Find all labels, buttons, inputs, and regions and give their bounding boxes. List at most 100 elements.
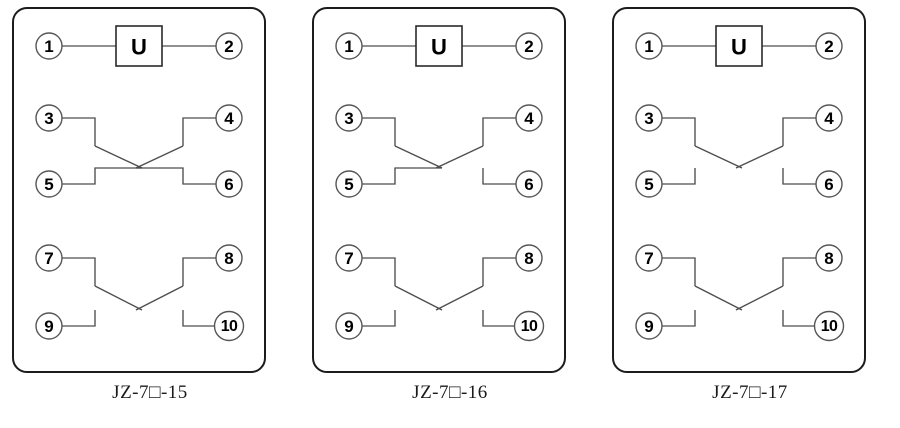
contact-lead-top-bottom-right: [782, 257, 816, 286]
contact-blade-middle-left: [94, 145, 143, 169]
terminal-circle-2: [815, 32, 843, 60]
coil-group: U 1 2: [35, 25, 243, 67]
contact-blade-bottom-left: [394, 285, 443, 311]
coil-symbol-label: U: [731, 35, 747, 60]
diagram-caption-2: JZ-7□-16: [412, 382, 488, 403]
contact-lead-bottom-bottom-left: [662, 310, 696, 327]
terminal-circle-10: [813, 310, 845, 342]
contact-lead-top-middle-left: [362, 117, 396, 146]
contact-lead-top-bottom-left: [662, 257, 696, 286]
terminal-label-10: 10: [521, 318, 538, 335]
diagram-caption-3: JZ-7□-17: [712, 382, 788, 403]
terminal-circle-10: [513, 310, 545, 342]
terminal-label-8: 8: [824, 249, 833, 268]
terminal-label-7: 7: [644, 249, 653, 268]
diagram-caption-1: JZ-7□-15: [112, 382, 188, 403]
contact-blade-bottom-left: [694, 285, 743, 311]
contact-lead-top-middle-right: [482, 117, 516, 146]
terminal-label-9: 9: [344, 317, 353, 336]
contact-lead-bottom-middle-left: [362, 167, 442, 185]
contact-lead-top-bottom-left: [62, 257, 96, 286]
terminal-circle-7: [335, 244, 363, 272]
terminal-circle-4: [815, 104, 843, 132]
contact-blade-middle-right: [435, 145, 484, 169]
contact-lead-bottom-middle-right: [136, 167, 216, 185]
contact-lead-top-middle-left: [662, 117, 696, 146]
relay-body-outline: [12, 7, 266, 373]
coil-box: [715, 25, 763, 67]
terminal-label-6: 6: [524, 175, 533, 194]
terminal-label-coil-right: 2: [224, 37, 233, 56]
terminal-circle-5: [335, 170, 363, 198]
contact-blade-middle-right: [735, 145, 784, 169]
contact-lead-top-bottom-left: [362, 257, 396, 286]
contact-blade-bottom-right: [735, 285, 784, 311]
contact-blade-bottom-left: [94, 285, 143, 311]
terminal-label-7: 7: [344, 249, 353, 268]
terminal-label-coil-left: 1: [644, 37, 653, 56]
coil-symbol-label: U: [431, 35, 447, 60]
coil-symbol-label: U: [131, 35, 147, 60]
terminal-label-5: 5: [44, 175, 53, 194]
terminal-circle-2: [215, 32, 243, 60]
terminal-circle-1: [335, 32, 363, 60]
terminal-label-3: 3: [344, 109, 353, 128]
terminal-circle-6: [215, 170, 243, 198]
terminal-label-4: 4: [524, 109, 534, 128]
terminal-circle-7: [635, 244, 663, 272]
terminal-circle-9: [635, 312, 663, 340]
contact-lead-top-bottom-right: [182, 257, 216, 286]
terminal-circle-8: [515, 244, 543, 272]
terminal-circle-3: [335, 104, 363, 132]
terminal-circle-3: [35, 104, 63, 132]
contact-lead-bottom-middle-left: [662, 168, 696, 185]
terminal-circle-9: [335, 312, 363, 340]
terminal-circle-2: [515, 32, 543, 60]
contact-lead-bottom-bottom-left: [62, 310, 96, 327]
terminal-label-9: 9: [644, 317, 653, 336]
terminal-circle-4: [215, 104, 243, 132]
contact-blade-middle-right: [135, 145, 184, 169]
terminal-circle-5: [635, 170, 663, 198]
contact-lead-top-middle-left: [62, 117, 96, 146]
coil-box: [115, 25, 163, 67]
coil-box: [415, 25, 463, 67]
contact-lead-top-middle-right: [182, 117, 216, 146]
terminal-label-3: 3: [644, 109, 653, 128]
contact-blade-bottom-right: [435, 285, 484, 311]
terminal-label-5: 5: [344, 175, 353, 194]
terminal-circle-10: [213, 310, 245, 342]
contact-lead-bottom-bottom-left: [362, 310, 396, 327]
terminal-circle-3: [635, 104, 663, 132]
terminal-label-coil-right: 2: [524, 37, 533, 56]
terminal-label-10: 10: [221, 318, 238, 335]
coil-group: U 1 2: [635, 25, 843, 67]
terminal-label-7: 7: [44, 249, 53, 268]
terminal-circle-6: [515, 170, 543, 198]
contact-lead-top-middle-right: [782, 117, 816, 146]
relay-body-outline: [612, 7, 866, 373]
terminal-circle-1: [35, 32, 63, 60]
terminal-label-coil-right: 2: [824, 37, 833, 56]
terminal-label-3: 3: [44, 109, 53, 128]
terminal-label-8: 8: [524, 249, 533, 268]
contact-group-bottom: 7 9 8 10: [335, 244, 545, 342]
contact-lead-bottom-bottom-right: [782, 310, 816, 327]
contact-lead-bottom-middle-left: [62, 167, 142, 185]
terminal-label-coil-left: 1: [44, 37, 53, 56]
terminal-circle-8: [815, 244, 843, 272]
terminal-label-5: 5: [644, 175, 653, 194]
terminal-circle-6: [815, 170, 843, 198]
terminal-circle-9: [35, 312, 63, 340]
terminal-circle-5: [35, 170, 63, 198]
terminal-label-9: 9: [44, 317, 53, 336]
